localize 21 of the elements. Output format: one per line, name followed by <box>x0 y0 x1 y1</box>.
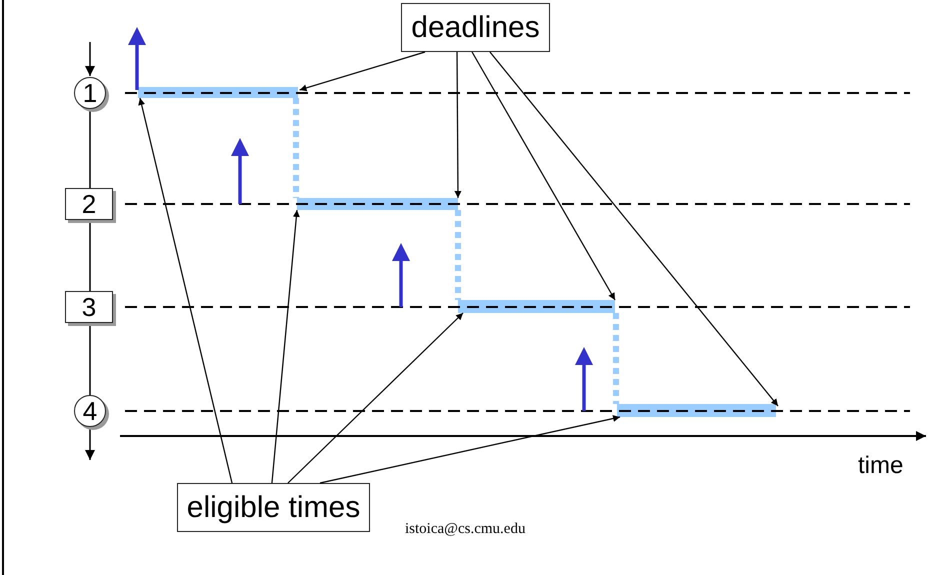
deadlines-box: deadlines <box>401 3 550 52</box>
arrow <box>138 98 233 484</box>
dotted-step-line <box>612 312 620 404</box>
dotted-step-line <box>455 210 461 300</box>
dotted-step-line <box>293 98 300 198</box>
arrow <box>271 210 300 484</box>
time-bar <box>458 300 615 313</box>
arrow <box>454 52 462 198</box>
arrow <box>472 52 616 300</box>
level-circle: 4 <box>74 395 106 427</box>
arrow <box>288 312 464 484</box>
level-box: 3 <box>65 291 113 323</box>
level-box: 2 <box>65 188 113 220</box>
footer-email: istoica@cs.cmu.edu <box>405 521 526 538</box>
arrow <box>299 51 426 92</box>
arrow <box>489 52 778 406</box>
arrow <box>320 415 620 484</box>
time-bar <box>617 404 776 417</box>
eligible-times-box: eligible times <box>177 483 370 532</box>
level-circle: 1 <box>74 77 106 109</box>
axis-label: time <box>858 452 904 480</box>
